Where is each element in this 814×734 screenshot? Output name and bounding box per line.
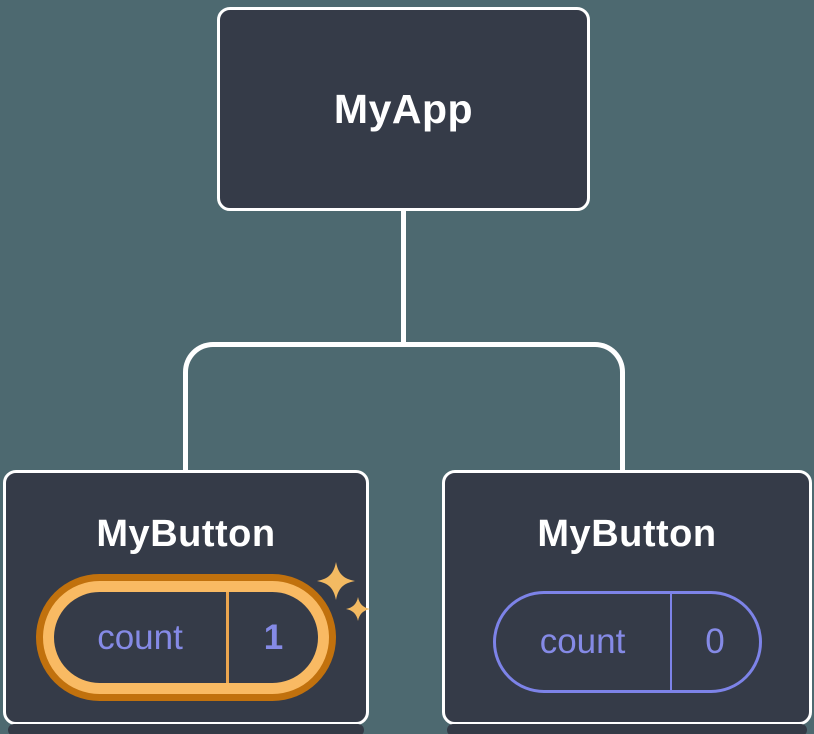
root-node-label: MyApp [333,85,474,132]
state-pill-highlighted: count 1 [43,581,329,694]
child-node-label: MyButton [537,513,717,555]
state-pill-plain: count 0 [492,591,762,693]
tree-node-root: MyApp [217,7,590,211]
connector-branch-bracket [183,342,625,472]
tree-node-mybutton-left: MyButton count 1 [3,470,370,734]
state-value: 1 [263,617,284,657]
state-key: count [97,617,183,657]
state-value: 0 [705,622,725,661]
pill-divider [226,592,229,683]
tree-node-mybutton-right: MyButton count 0 [442,470,812,734]
pill-divider [669,594,672,690]
child-node-label: MyButton [96,513,276,555]
state-key: count [539,622,626,661]
connector-root-to-branch [401,206,406,346]
